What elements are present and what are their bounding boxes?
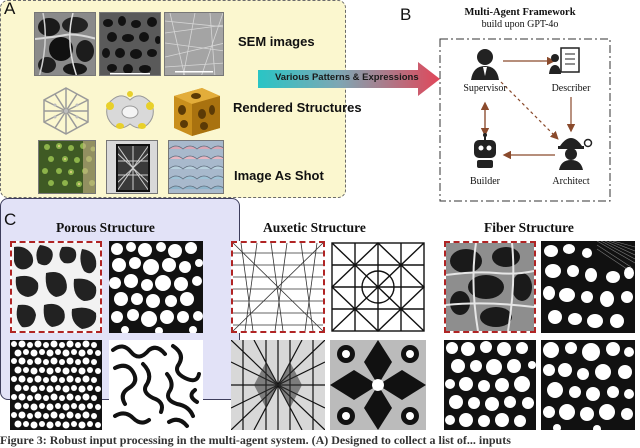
- rendered-gyroid-2: [100, 84, 160, 136]
- porous-reference-tile: [10, 241, 102, 333]
- rendered-lattice-1: [40, 84, 92, 136]
- fiber-generated-tile-3: [541, 340, 635, 430]
- fiber-generated-tile-1: [541, 241, 635, 333]
- agent-label-supervisor: Supervisor: [463, 83, 507, 94]
- agent-label-describer: Describer: [551, 83, 591, 94]
- panel-b-title: Multi-Agent Framework: [464, 7, 576, 18]
- porous-generated-tile-3: [109, 340, 203, 430]
- photo-scales-3: [168, 140, 224, 194]
- flow-arrow: [258, 62, 440, 96]
- architect-icon: [558, 138, 593, 170]
- fiber-generated-tile-2: [444, 340, 536, 430]
- supervisor-icon: [471, 49, 499, 80]
- auxetic-generated-tile-3: [330, 340, 426, 430]
- sem-image-3: [164, 12, 224, 76]
- auxetic-reference-tile: [231, 241, 325, 333]
- builder-icon: [474, 133, 496, 168]
- panel-c-letter: C: [4, 210, 17, 229]
- rendered-gold-3: [168, 82, 224, 138]
- row-label-photo: Image As Shot: [234, 168, 324, 183]
- auxetic-generated-tile-1: [330, 241, 426, 333]
- column-title-fiber: Fiber Structure: [484, 220, 574, 235]
- panel-b-subtitle: build upon GPT-4o: [481, 19, 559, 30]
- arrow-label: Various Patterns & Expressions: [275, 72, 419, 83]
- column-title-auxetic: Auxetic Structure: [263, 220, 366, 235]
- porous-generated-tile-2: [10, 340, 102, 430]
- sem-image-1: [34, 12, 96, 76]
- agent-graph: [439, 38, 611, 202]
- agent-label-builder: Builder: [470, 176, 500, 187]
- panel-b-letter: B: [400, 5, 412, 24]
- porous-generated-tile-1: [109, 241, 203, 333]
- column-title-porous: Porous Structure: [56, 220, 155, 235]
- edge-supervisor-architect: [500, 81, 559, 140]
- photo-lattice-2: [106, 140, 158, 194]
- panel-a-letter: A: [4, 0, 16, 18]
- fiber-reference-tile: [444, 241, 536, 333]
- row-label-rendered: Rendered Structures: [233, 100, 362, 115]
- photo-cactus-1: [38, 140, 96, 194]
- auxetic-generated-tile-2: [231, 340, 325, 430]
- agent-label-architect: Architect: [552, 176, 590, 187]
- describer-icon: [549, 47, 580, 74]
- sem-image-2: [99, 12, 161, 76]
- row-label-sem: SEM images: [238, 34, 315, 49]
- figure-caption: Figure 3: Robust input processing in the…: [0, 433, 511, 447]
